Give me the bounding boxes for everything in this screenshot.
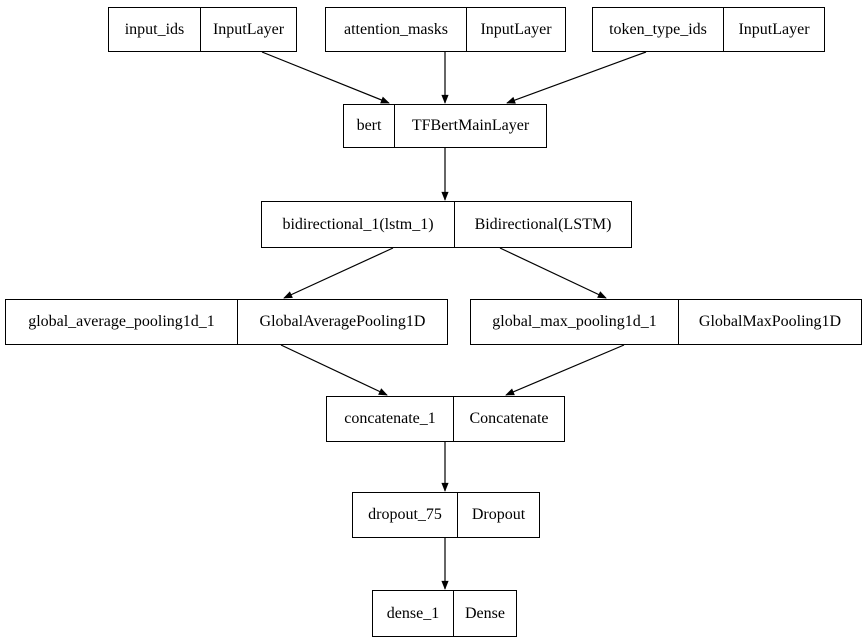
edge-global_max_pooling1d_1-to-concatenate_1 xyxy=(505,344,625,396)
node-name-label: input_ids xyxy=(109,8,201,51)
node-layer-type-label: TFBertMainLayer xyxy=(411,117,530,134)
node-concatenate_1: concatenate_1 Concatenate xyxy=(326,396,565,442)
node-attention_masks: attention_masks InputLayer xyxy=(325,7,566,52)
node-token_type_ids: token_type_ids InputLayer xyxy=(592,7,825,52)
node-name-label: bert xyxy=(344,105,395,147)
node-bert: bert TFBertMainLayer xyxy=(343,104,547,148)
node-name-label: global_average_pooling1d_1 xyxy=(6,300,238,344)
edge-input_ids-to-bert xyxy=(261,51,390,104)
node-name-label: dropout_75 xyxy=(353,493,458,537)
node-layer-type-label: InputLayer xyxy=(212,20,285,38)
node-name-label: attention_masks xyxy=(326,8,467,51)
node-layer-type-label: GlobalMaxPooling1D xyxy=(698,313,842,330)
edge-bidirectional_1(lstm_1)-to-global_average_pooling1d_1 xyxy=(283,247,394,299)
node-name-label: concatenate_1 xyxy=(327,397,454,441)
node-dropout_75: dropout_75 Dropout xyxy=(352,492,540,538)
node-layer-type-label: GlobalAveragePooling1D xyxy=(259,313,426,330)
node-name-label: token_type_ids xyxy=(593,8,724,51)
node-layer-type-label: Concatenate xyxy=(469,410,549,427)
node-input_ids: input_ids InputLayer xyxy=(108,7,297,52)
node-global_average_pooling1d_1: global_average_pooling1d_1 GlobalAverage… xyxy=(5,299,448,345)
node-layer-type-label: Bidirectional(LSTM) xyxy=(474,215,612,233)
node-layer-type-label: InputLayer xyxy=(738,20,810,38)
node-name-label: bidirectional_1(lstm_1) xyxy=(262,202,455,247)
node-global_max_pooling1d_1: global_max_pooling1d_1 GlobalMaxPooling1… xyxy=(470,299,862,345)
edge-bidirectional_1(lstm_1)-to-global_max_pooling1d_1 xyxy=(499,247,607,299)
node-dense_1: dense_1 Dense xyxy=(372,590,517,637)
node-layer-type-label: Dropout xyxy=(471,506,526,523)
node-name-label: global_max_pooling1d_1 xyxy=(471,300,679,344)
node-layer-type-label: Dense xyxy=(465,604,505,622)
edge-global_average_pooling1d_1-to-concatenate_1 xyxy=(280,344,388,396)
node-layer-type-label: InputLayer xyxy=(480,20,552,38)
node-name-label: dense_1 xyxy=(373,591,454,636)
node-bidirectional_1: bidirectional_1(lstm_1) Bidirectional(LS… xyxy=(261,201,632,248)
edge-token_type_ids-to-bert xyxy=(506,51,647,104)
